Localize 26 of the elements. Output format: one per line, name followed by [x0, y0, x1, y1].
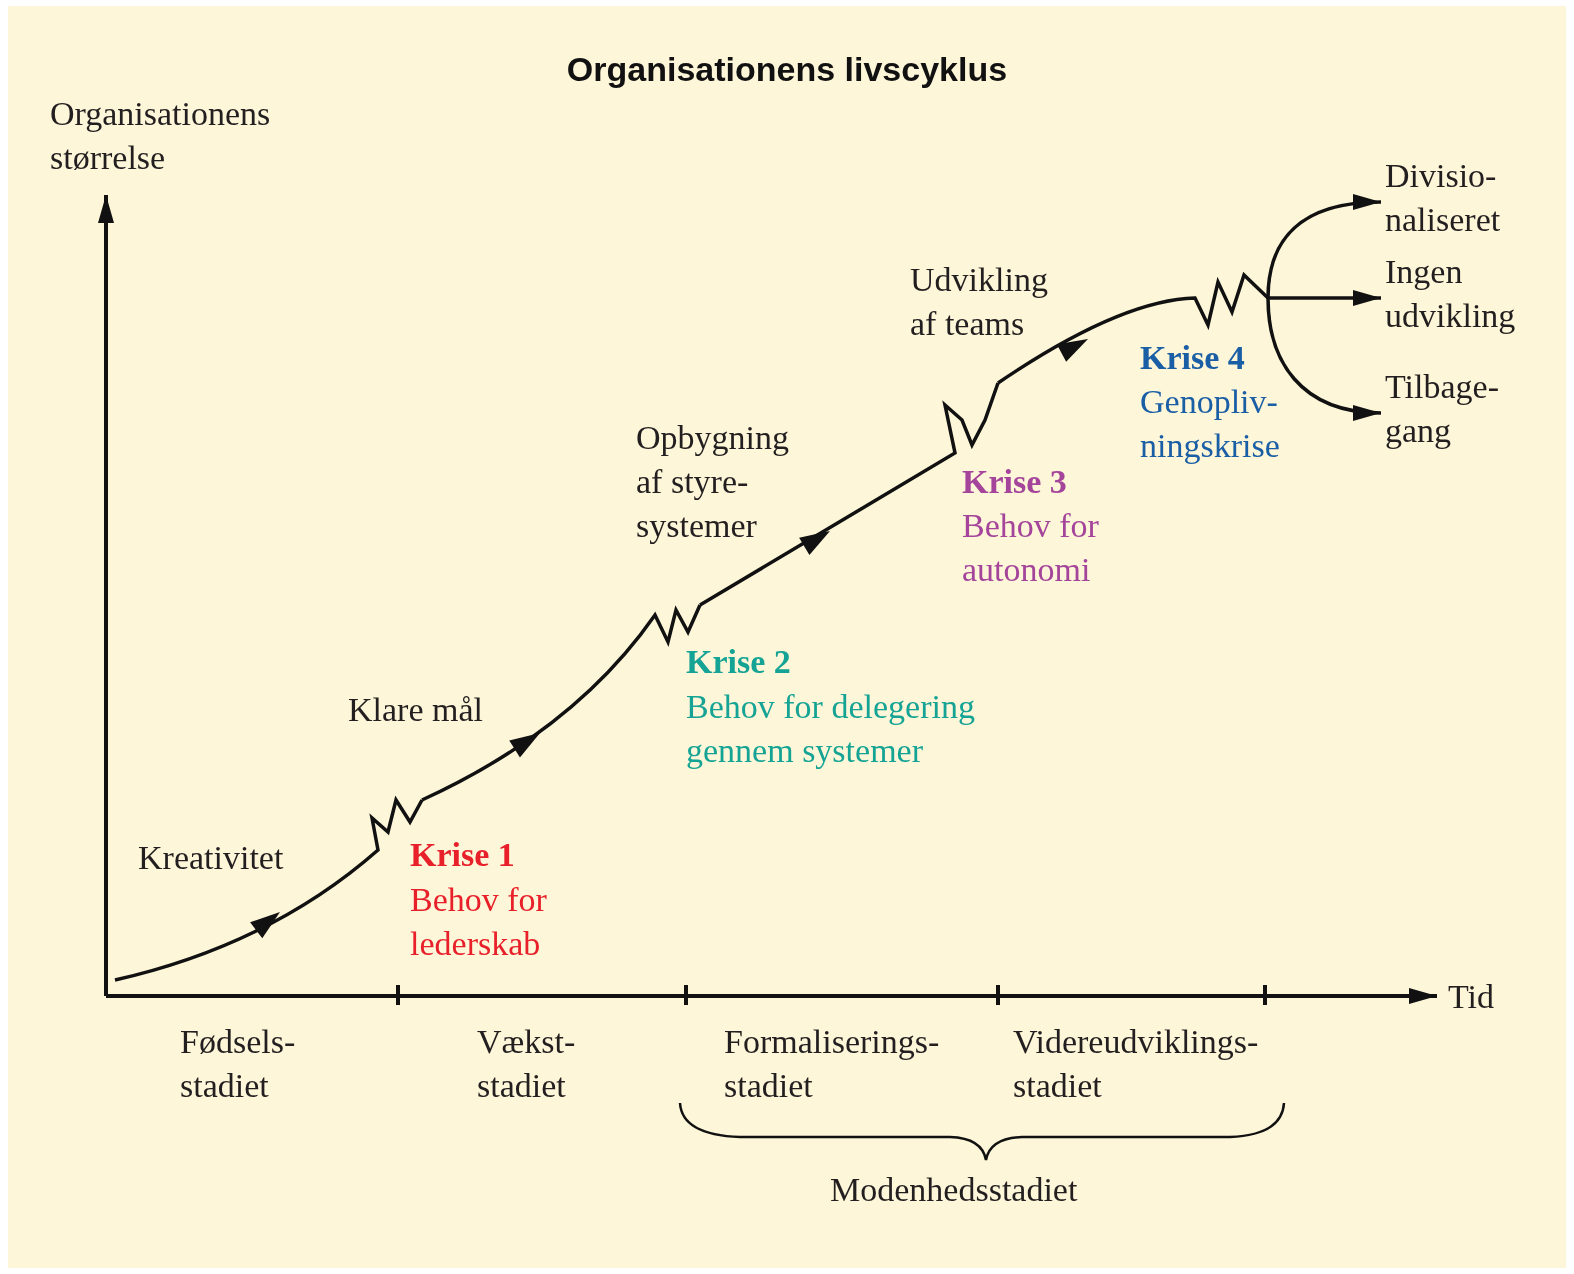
outcome-label: Ingen udvikling [1385, 250, 1550, 338]
stage-driver-label: Udvikling af teams [910, 260, 1049, 344]
crisis-heading: Krise 3 [962, 462, 1067, 502]
crisis-heading: Krise 4 [1140, 338, 1245, 378]
outcome-label: Divisio- naliseret [1385, 154, 1535, 242]
outcome-label: Tilbage- gang [1385, 365, 1535, 453]
arrow [1266, 297, 1382, 420]
stage-label: Videreudviklings- stadiet [1013, 1022, 1260, 1106]
diagram-title: Organisationens livscyklus [565, 50, 1009, 89]
crisis-description: Behov for delegering gennem systemer [686, 687, 976, 771]
stage-driver-label: Opbygning af styre- systemer [636, 418, 790, 546]
stage-label: Modenhedsstadiet [830, 1170, 1078, 1210]
crisis-heading: Krise 2 [686, 642, 791, 682]
stage-driver-label: Kreativitet [138, 838, 284, 878]
crisis-heading: Krise 1 [410, 835, 515, 875]
axis-title: Tid [1448, 977, 1495, 1017]
crisis-description: Genopliv- ningskrise [1140, 382, 1281, 466]
stage-label: Vækst- stadiet [477, 1022, 577, 1106]
axis-title: Organisationens størrelse [50, 94, 272, 178]
stage-label: Fødsels- stadiet [180, 1022, 297, 1106]
crisis-description: Behov for lederskab [410, 880, 548, 964]
stage-driver-label: Klare mål [348, 690, 483, 730]
crisis-description: Behov for autonomi [962, 506, 1100, 590]
arrow [1266, 195, 1382, 299]
stage-label: Formaliserings- stadiet [724, 1022, 941, 1106]
arrow [1268, 290, 1381, 306]
